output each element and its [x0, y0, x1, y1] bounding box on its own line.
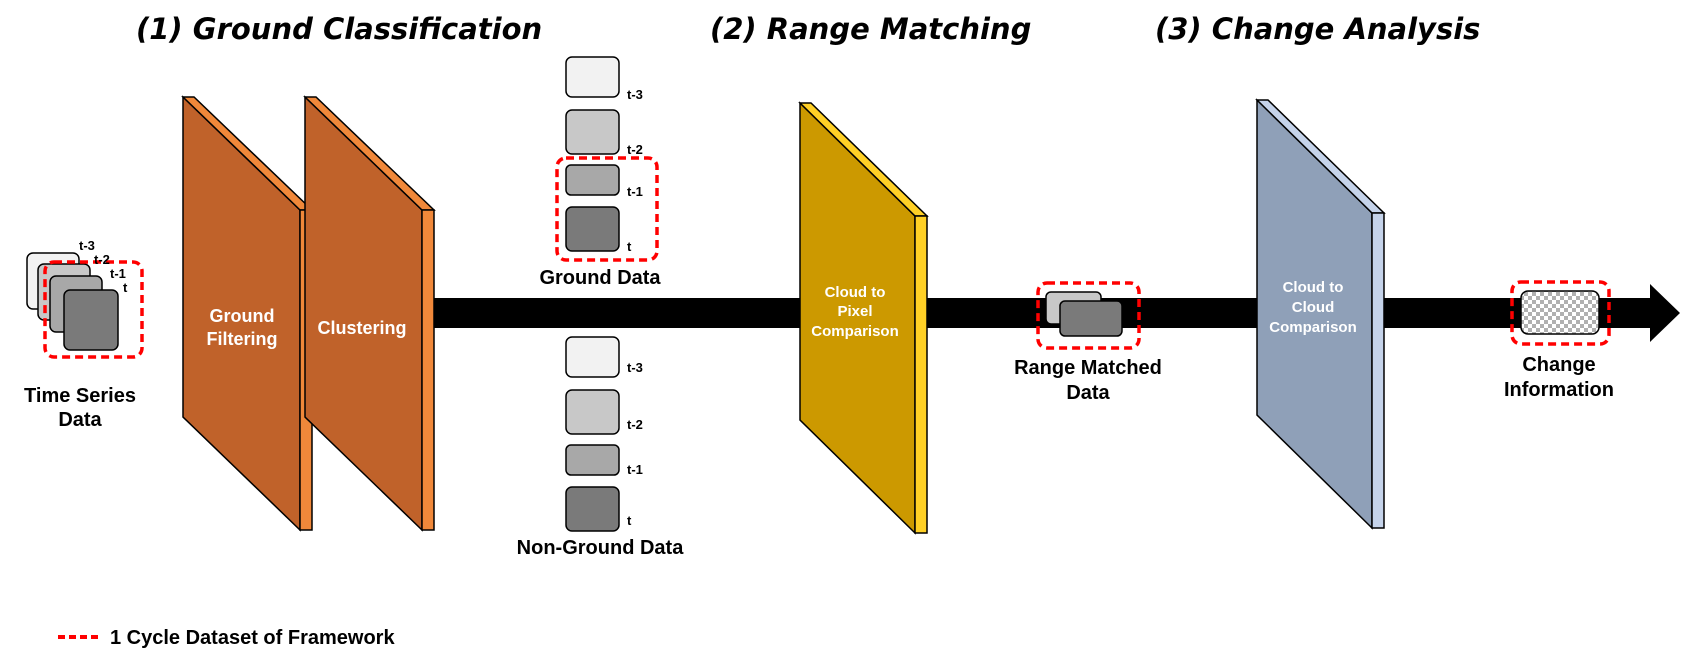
stage2-line1: Cloud to: [825, 284, 886, 301]
stage2-line3: Comparison: [811, 323, 899, 340]
matched-label-line2: Data: [1066, 382, 1110, 404]
step3-title: (3) Change Analysis: [1155, 12, 1480, 46]
cloud-to-pixel-panel: [798, 101, 929, 535]
nonground-data-stack: [565, 336, 620, 532]
nonground-layer-t2: t-2: [627, 417, 643, 432]
input-layer-t: t: [123, 280, 128, 295]
ground-data-label: Ground Data: [539, 267, 661, 289]
ground-layer-t2: t-2: [627, 142, 643, 157]
input-label-line2: Data: [58, 409, 102, 431]
range-matched-stack: [1045, 291, 1123, 337]
input-layer-t3: t-3: [79, 238, 95, 253]
matched-highlight-box: [1036, 281, 1141, 350]
nonground-layer-t1: t-1: [627, 462, 643, 477]
ground-layer-t1: t-1: [627, 184, 643, 199]
ground-layer-t: t: [627, 239, 632, 254]
step1-title: (1) Ground Classification: [136, 12, 542, 46]
time-series-stack: [26, 252, 119, 351]
ground-filtering-panel: [181, 95, 314, 532]
nonground-layer-t3: t-3: [627, 360, 643, 375]
output-highlight-box: [1510, 280, 1611, 346]
input-layer-t1: t-1: [110, 266, 126, 281]
stage3-line1: Cloud to: [1283, 279, 1344, 296]
clustering-panel: [303, 95, 436, 532]
output-label-line2: Information: [1504, 379, 1614, 401]
output-label-line1: Change: [1522, 354, 1595, 376]
clustering-label: Clustering: [317, 318, 406, 338]
matched-label-line1: Range Matched: [1014, 357, 1162, 379]
legend-label: 1 Cycle Dataset of Framework: [110, 627, 395, 649]
stage3-line3: Comparison: [1269, 319, 1357, 336]
input-highlight-box: [43, 260, 144, 359]
stage2-line2: Pixel: [837, 303, 872, 320]
cloud-to-cloud-panel: [1255, 98, 1386, 530]
ground-filtering-line1: Ground: [210, 306, 275, 326]
input-layer-t2: t-2: [94, 252, 110, 267]
ground-layer-t3: t-3: [627, 87, 643, 102]
input-label-line1: Time Series: [24, 385, 136, 407]
change-information-box: [1520, 290, 1600, 335]
nonground-layer-t: t: [627, 513, 632, 528]
step2-title: (2) Range Matching: [710, 12, 1031, 46]
stage3-line2: Cloud: [1292, 299, 1335, 316]
ground-highlight-box: [555, 156, 659, 262]
ground-data-stack: [565, 56, 620, 252]
ground-filtering-line2: Filtering: [207, 329, 278, 349]
nonground-data-label: Non-Ground Data: [517, 537, 685, 559]
